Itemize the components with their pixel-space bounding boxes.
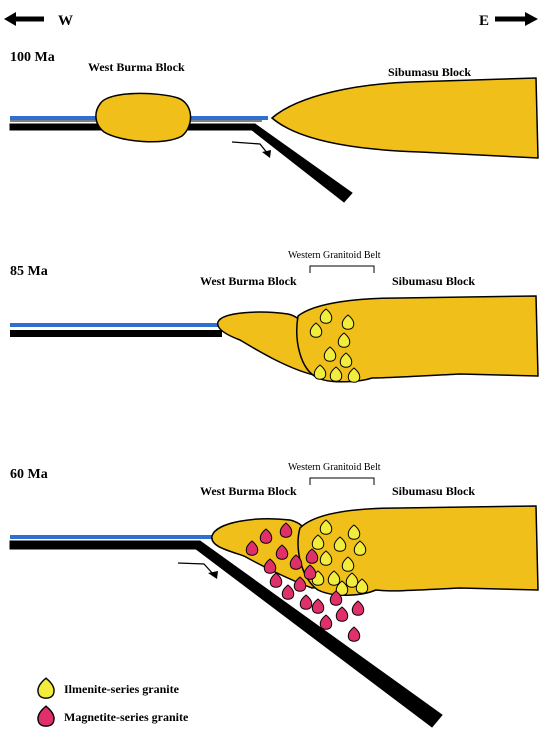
east-label: E	[479, 13, 489, 29]
belt-bracket	[309, 477, 375, 485]
belt-label: Western Granitoid Belt	[288, 250, 381, 261]
panel-60ma: 60 Ma West Burma Block Sibumasu Block We…	[9, 462, 539, 728]
subducting-slab	[9, 123, 353, 203]
west-burma-label: West Burma Block	[200, 484, 297, 498]
west-label: W	[58, 13, 73, 29]
legend: Ilmenite-series granite Magnetite-series…	[37, 677, 189, 727]
sibumasu-label: Sibumasu Block	[392, 274, 475, 288]
sibumasu-block	[270, 77, 539, 159]
west-burma-label: West Burma Block	[88, 60, 185, 74]
legend-item-ilmenite: Ilmenite-series granite	[37, 677, 180, 699]
legend-item-magnetite: Magnetite-series granite	[37, 705, 189, 727]
sibumasu-label: Sibumasu Block	[388, 65, 471, 79]
west-burma-label: West Burma Block	[200, 274, 297, 288]
sibumasu-block	[296, 295, 539, 383]
belt-label: Western Granitoid Belt	[288, 462, 381, 473]
age-label: 60 Ma	[10, 467, 48, 482]
legend-label: Ilmenite-series granite	[64, 682, 180, 696]
panel-100ma: 100 Ma West Burma Block Sibumasu Block	[9, 50, 539, 203]
east-arrow	[495, 12, 538, 26]
subducting-slab	[9, 540, 443, 728]
subduction-arrow	[231, 141, 271, 158]
subducting-slab	[10, 330, 222, 337]
panel-85ma: 85 Ma West Burma Block Sibumasu Block We…	[10, 250, 539, 383]
age-label: 100 Ma	[10, 50, 55, 65]
west-burma-block	[95, 92, 192, 143]
west-arrow	[4, 12, 44, 26]
age-label: 85 Ma	[10, 264, 48, 279]
legend-label: Magnetite-series granite	[64, 710, 189, 724]
subduction-arrow	[177, 562, 218, 579]
belt-bracket	[309, 265, 375, 273]
sibumasu-label: Sibumasu Block	[392, 484, 475, 498]
